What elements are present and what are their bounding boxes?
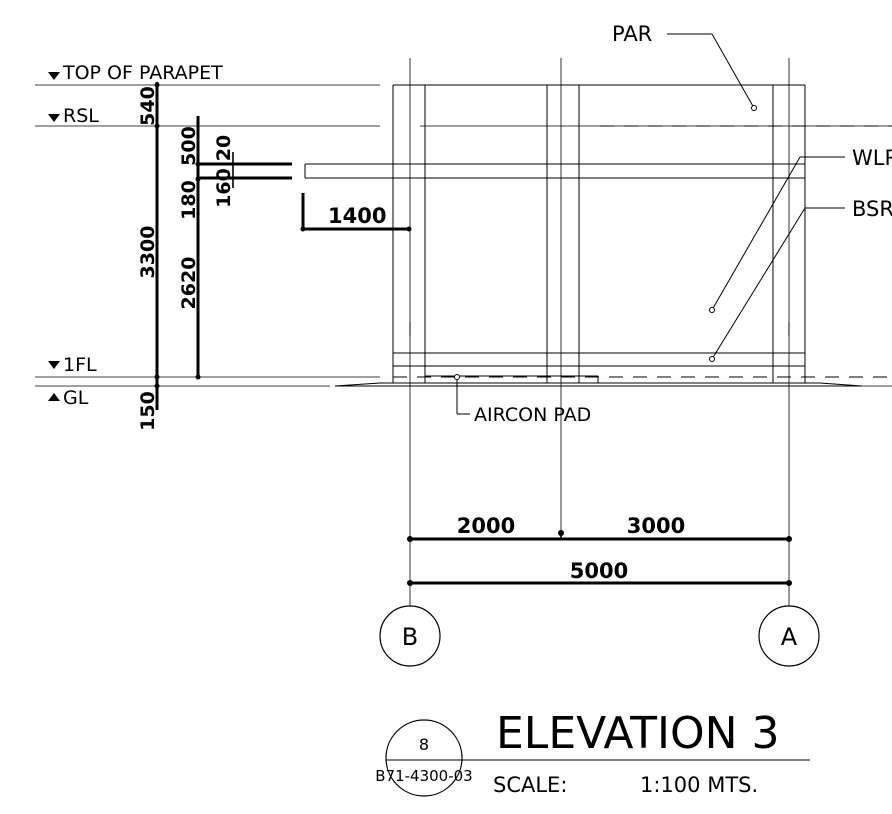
building-elevation xyxy=(304,58,892,606)
level-label-gl: GL xyxy=(63,387,89,409)
callout-label-aircon-pad: AIRCON PAD xyxy=(474,404,591,426)
title-block xyxy=(385,719,810,797)
level-marker-icon xyxy=(48,361,60,369)
level-label-rsl: RSL xyxy=(63,105,99,127)
grid-bubble-a xyxy=(758,605,820,667)
callout-par xyxy=(667,33,757,111)
detail-number: 8 xyxy=(419,735,429,754)
callout-bsr xyxy=(709,207,845,362)
dim-5000: 5000 xyxy=(570,559,628,583)
callout-label-wlr: WLR xyxy=(852,146,892,170)
dimension-chain-right xyxy=(195,116,292,380)
scale-label: SCALE: xyxy=(493,773,567,797)
level-lines xyxy=(35,84,892,387)
callout-wlr xyxy=(709,156,845,313)
level-marker-icon xyxy=(48,72,60,80)
grid-label-b: B xyxy=(402,623,418,651)
horizontal-dimensions xyxy=(407,530,792,586)
dim-150: 150 xyxy=(137,391,159,431)
level-label-1fl: 1FL xyxy=(63,354,97,376)
dimension-chain-left xyxy=(154,82,160,410)
drawing-title: ELEVATION 3 xyxy=(496,708,779,759)
dim-3300: 3300 xyxy=(137,226,159,279)
level-label-top-of-parapet: TOP OF PARAPET xyxy=(62,62,223,84)
dim-180: 180 xyxy=(178,180,200,220)
dim-540: 540 xyxy=(137,86,159,126)
dim-1400: 1400 xyxy=(328,204,386,228)
dim-160: 160 xyxy=(213,168,235,208)
dim-20: 20 xyxy=(213,135,235,161)
scale-value: 1:100 MTS. xyxy=(640,773,758,797)
callout-label-bsr: BSR xyxy=(852,197,892,221)
grid-label-a: A xyxy=(781,623,798,651)
ground-marker-icon xyxy=(48,393,60,401)
dim-2000: 2000 xyxy=(457,514,515,538)
sheet-reference: B71-4300-03 xyxy=(375,767,472,785)
callout-aircon-pad xyxy=(454,374,470,415)
dim-3000: 3000 xyxy=(627,514,685,538)
dim-2620: 2620 xyxy=(178,257,200,310)
level-marker-icon xyxy=(48,114,60,122)
dim-500: 500 xyxy=(178,126,200,166)
grid-bubble-b xyxy=(379,605,441,667)
callout-label-par: PAR xyxy=(612,22,652,46)
